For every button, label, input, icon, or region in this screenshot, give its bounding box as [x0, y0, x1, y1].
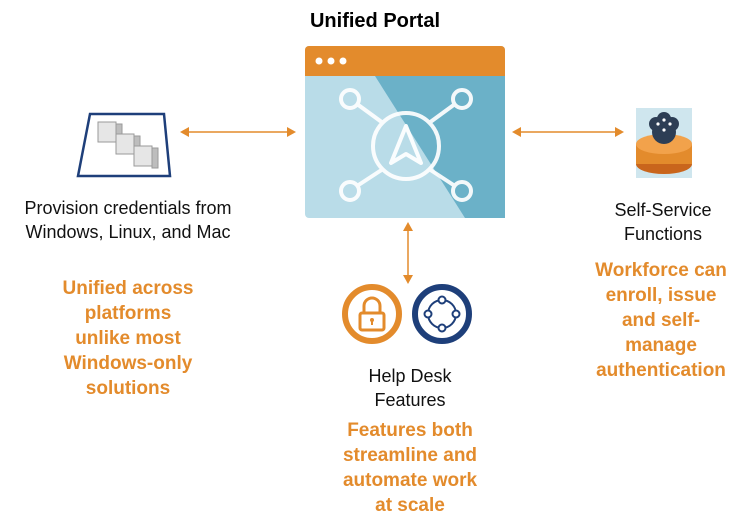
- self-service-label: Self-Service Functions: [592, 198, 734, 246]
- self-service-label-line-2: Functions: [623, 224, 703, 244]
- features-highlight-line-4: at scale: [375, 495, 445, 514]
- help-desk-label-line-2: Features: [374, 390, 446, 410]
- workforce-highlight-line-5: authentication: [596, 360, 726, 381]
- provision-label-line-2: Windows, Linux, and Mac: [25, 222, 231, 242]
- center-connector-arrow: [403, 222, 413, 284]
- unified-highlight-line-5: solutions: [85, 378, 171, 399]
- features-highlight: Features both streamline and automate wo…: [310, 418, 510, 514]
- workforce-highlight-line-2: enroll, issue: [605, 285, 717, 306]
- features-highlight-line-3: automate work: [342, 470, 478, 491]
- brain-database-icon: [636, 108, 692, 178]
- workforce-highlight: Workforce can enroll, issue and self- ma…: [582, 258, 740, 383]
- features-highlight-line-1: Features both: [347, 420, 473, 441]
- padlock-icon: [342, 284, 402, 344]
- browser-window-icon: [305, 46, 505, 218]
- help-desk-label-line-1: Help Desk: [368, 366, 452, 386]
- diagram-title: Unified Portal: [309, 10, 440, 32]
- help-desk-label: Help Desk Features: [330, 364, 490, 412]
- workforce-highlight-line-4: manage: [625, 335, 697, 356]
- unified-highlight-line-4: Windows-only: [63, 353, 193, 374]
- features-highlight-line-2: streamline and: [342, 445, 478, 466]
- right-connector-arrow: [512, 127, 624, 137]
- provision-label-line-1: Provision credentials from: [24, 198, 232, 218]
- workforce-highlight-line-1: Workforce can: [595, 260, 727, 281]
- left-connector-arrow: [180, 127, 296, 137]
- circular-nodes-icon: [412, 284, 472, 344]
- workforce-highlight-line-3: and self-: [621, 310, 701, 331]
- unified-highlight-line-1: Unified across: [62, 278, 194, 299]
- server-stack-icon: [76, 112, 172, 178]
- self-service-label-line-1: Self-Service: [614, 200, 712, 220]
- unified-highlight-line-2: platforms: [84, 303, 172, 324]
- provision-label: Provision credentials from Windows, Linu…: [0, 196, 256, 244]
- unified-highlight-line-3: unlike most: [75, 328, 181, 349]
- unified-highlight: Unified across platforms unlike most Win…: [30, 276, 226, 401]
